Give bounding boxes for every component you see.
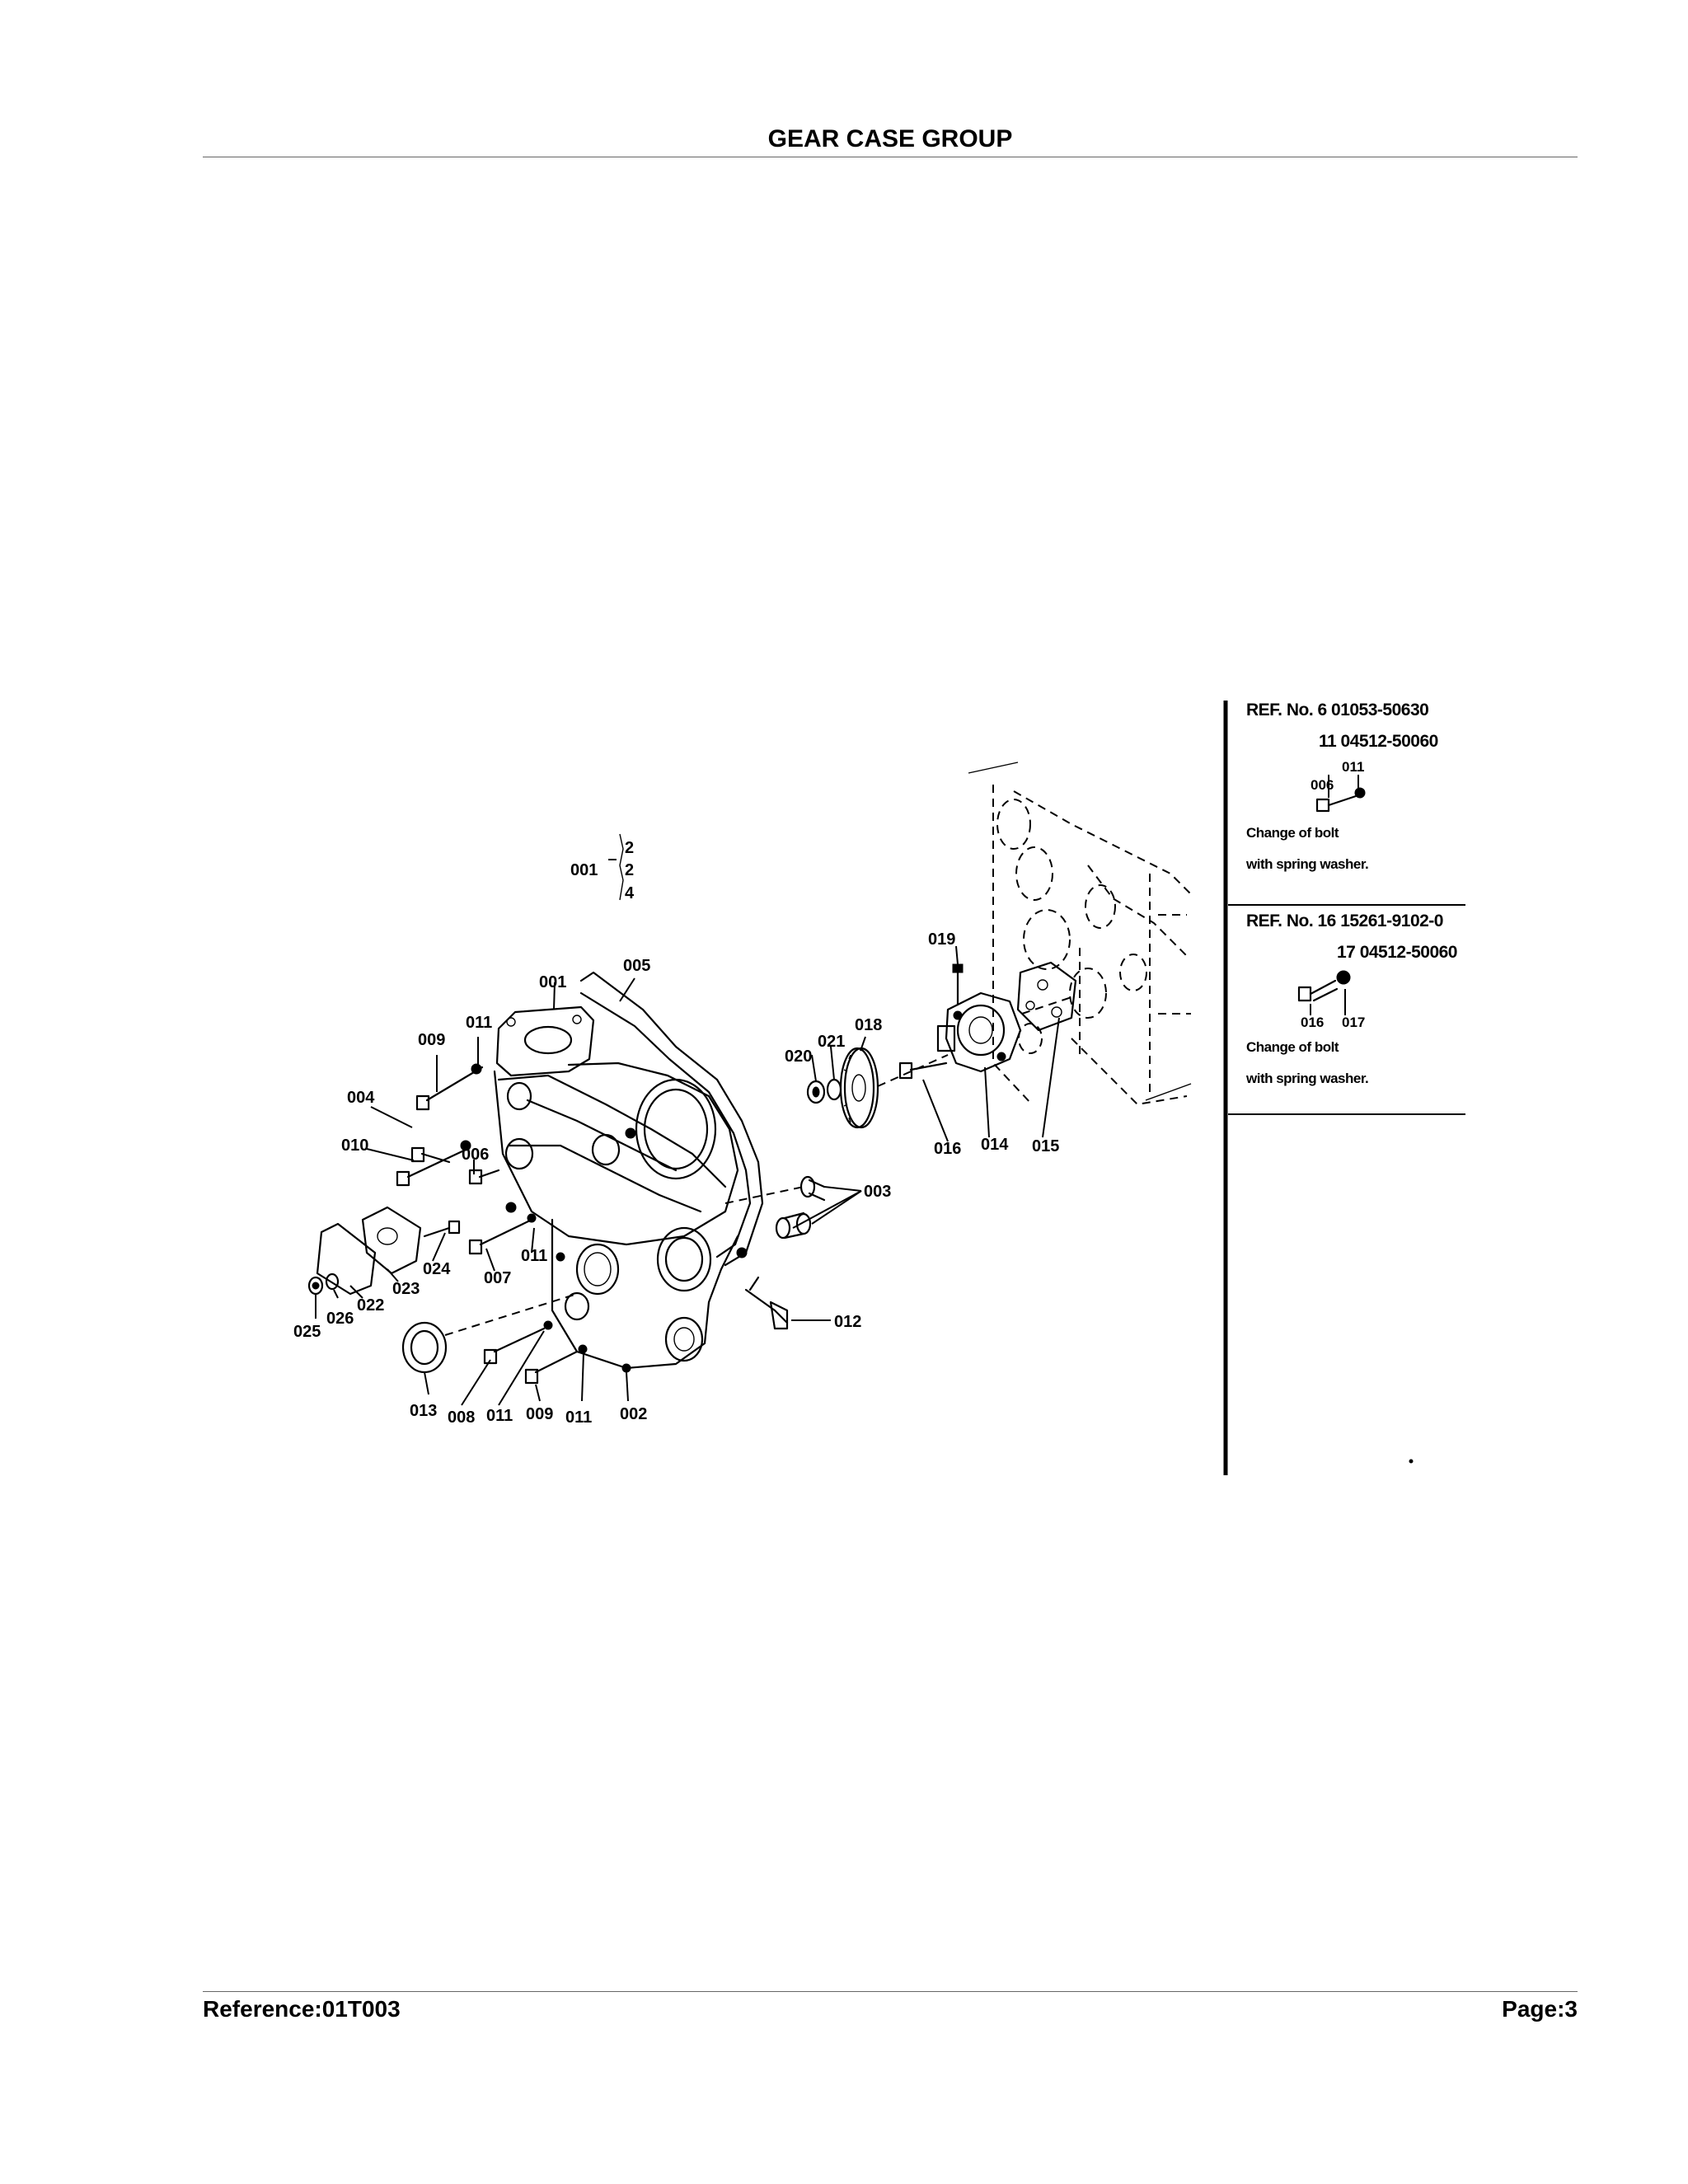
callout-006: 006 — [462, 1146, 489, 1164]
callout-008: 008 — [448, 1408, 475, 1427]
callout-001: 001 — [539, 973, 566, 991]
callout-004: 004 — [347, 1089, 375, 1107]
page-number: Page:3 — [1502, 1996, 1578, 2022]
callout-009-lower: 009 — [526, 1405, 553, 1423]
bolt-washer-icon — [1297, 970, 1351, 1015]
callout-011-top: 011 — [466, 1014, 492, 1032]
callout-018: 018 — [855, 1016, 882, 1034]
callout-024: 024 — [423, 1260, 451, 1278]
gear-case-assembly — [307, 971, 826, 1385]
callout-009-top: 009 — [418, 1031, 445, 1049]
callout-011-lower-a: 011 — [486, 1407, 513, 1425]
leader-lines — [315, 833, 1060, 1406]
ref-note-2-desc1: Change of bolt — [1246, 1039, 1339, 1055]
callout-014: 014 — [981, 1136, 1009, 1154]
callout-022: 022 — [357, 1296, 384, 1315]
variant-2a: 2 — [625, 839, 634, 857]
ref-note-1-line2: 11 04512-50060 — [1319, 732, 1438, 751]
ref-note-1-line1: REF. No. 6 01053-50630 — [1246, 701, 1428, 719]
page-title: GEAR CASE GROUP — [767, 125, 1013, 152]
ref-note-1-part-006: 006 — [1311, 777, 1334, 793]
ref-note-2-part-017: 017 — [1342, 1015, 1365, 1030]
callout-003: 003 — [864, 1183, 891, 1201]
oil-pump-assembly — [806, 961, 1077, 1129]
reference-notes-panel: REF. No. 6 01053-50630 11 04512-50060 01… — [1223, 701, 1465, 1475]
callout-026: 026 — [326, 1310, 354, 1328]
callout-007: 007 — [484, 1269, 511, 1287]
ref-note-1-desc1: Change of bolt — [1246, 825, 1339, 841]
callout-001-variant: 001 — [570, 861, 598, 879]
callout-010: 010 — [341, 1137, 368, 1155]
ref-note-2-line1: REF. No. 16 15261-9102-0 — [1246, 912, 1443, 930]
callout-023: 023 — [392, 1280, 420, 1298]
callout-020: 020 — [785, 1047, 812, 1066]
callout-015: 015 — [1032, 1137, 1059, 1155]
variant-4: 4 — [625, 884, 635, 902]
callout-019: 019 — [928, 930, 955, 949]
reference-label: Reference:01T003 — [203, 1996, 401, 2022]
callout-011-lower-b: 011 — [565, 1408, 592, 1427]
callout-013: 013 — [410, 1402, 437, 1420]
footer-rule — [203, 1991, 1578, 1992]
callout-012: 012 — [834, 1313, 861, 1331]
callout-025: 025 — [293, 1323, 321, 1341]
bolt-icon — [1315, 775, 1366, 813]
callout-021: 021 — [818, 1033, 845, 1051]
callout-011-mid: 011 — [521, 1247, 547, 1265]
ref-note-1-desc2: with spring washer. — [1245, 856, 1368, 872]
engine-block-outline — [968, 762, 1192, 1106]
variant-2b: 2 — [625, 861, 634, 879]
callout-labels: 001 2 2 4 001 005 011 009 004 010 006 01… — [293, 839, 1059, 1427]
ref-note-2-desc2: with spring washer. — [1245, 1071, 1368, 1086]
ref-note-2-part-016: 016 — [1301, 1015, 1324, 1030]
ref-note-1-part-011: 011 — [1342, 759, 1364, 775]
callout-002: 002 — [620, 1405, 647, 1423]
callout-005: 005 — [623, 957, 650, 975]
ref-note-2-line2: 17 04512-50060 — [1337, 943, 1457, 962]
callout-016: 016 — [934, 1140, 961, 1158]
